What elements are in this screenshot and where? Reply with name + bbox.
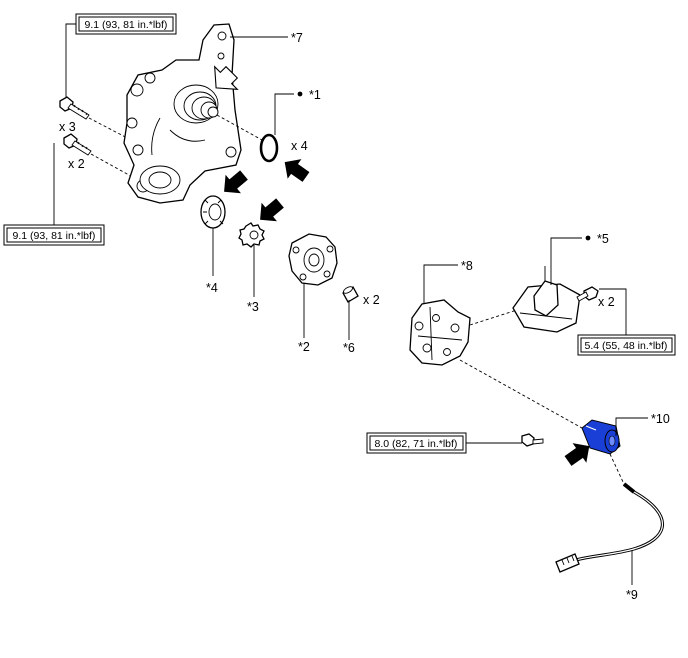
bolt-lower-left bbox=[63, 133, 92, 156]
oil-strainer bbox=[512, 266, 581, 333]
torque-box-sensor: 8.0 (82, 71 in.*lbf) bbox=[366, 432, 467, 454]
dowel-pin bbox=[342, 286, 359, 303]
o-ring bbox=[259, 133, 279, 163]
leader-strainer-bolt bbox=[599, 288, 627, 335]
drive-rotor bbox=[238, 222, 265, 248]
wire-harness bbox=[555, 482, 665, 573]
qty-strainer-bolts: x 2 bbox=[598, 295, 615, 309]
callout-7: *7 bbox=[291, 31, 303, 45]
leader-top-bolt bbox=[65, 23, 76, 100]
torque-value-bottom-left: 9.1 (93, 81 in.*lbf) bbox=[13, 230, 96, 242]
arrow-speed-sensor bbox=[564, 443, 590, 466]
callout-4: *4 bbox=[206, 281, 218, 295]
valve-body bbox=[409, 299, 471, 366]
callout-6: *6 bbox=[343, 341, 355, 355]
leader-5 bbox=[550, 237, 582, 285]
alignment-line-sensor bbox=[459, 359, 583, 429]
qty-lower-bolts: x 2 bbox=[68, 157, 85, 171]
pump-cover-housing bbox=[123, 23, 242, 204]
callout-9: *9 bbox=[626, 588, 638, 602]
torque-box-bottom-left: 9.1 (93, 81 in.*lbf) bbox=[3, 224, 105, 246]
arrow-drive-rotor bbox=[260, 198, 284, 222]
bolt-strainer bbox=[576, 286, 599, 302]
arrow-o-ring bbox=[284, 159, 310, 182]
alignment-line-harness bbox=[609, 453, 625, 485]
torque-box-top-left: 9.1 (93, 81 in.*lbf) bbox=[75, 13, 177, 35]
qty-pins: x 2 bbox=[363, 293, 380, 307]
callout-8: *8 bbox=[461, 259, 473, 273]
leader-8 bbox=[423, 264, 458, 304]
bolt-upper-left bbox=[59, 96, 90, 120]
torque-value-top-left: 9.1 (93, 81 in.*lbf) bbox=[85, 19, 168, 31]
torque-box-right: 5.4 (55, 48 in.*lbf) bbox=[577, 334, 676, 356]
driven-rotor bbox=[200, 195, 226, 229]
torque-value-sensor: 8.0 (82, 71 in.*lbf) bbox=[375, 438, 458, 450]
leader-1 bbox=[274, 93, 294, 135]
callout-10: *10 bbox=[651, 412, 670, 426]
arrow-driven-rotor bbox=[224, 170, 248, 194]
pump-body bbox=[288, 233, 338, 286]
outline-arrow-shaft bbox=[214, 65, 239, 90]
speed-sensor-highlighted bbox=[581, 419, 621, 455]
non-reusable-dot-5 bbox=[585, 235, 591, 241]
callout-5: *5 bbox=[597, 232, 609, 246]
alignment-line-strainer bbox=[469, 309, 518, 326]
qty-top-bolts: x 3 bbox=[59, 120, 76, 134]
non-reusable-dot-1 bbox=[297, 91, 303, 97]
leader-10 bbox=[615, 417, 648, 436]
callout-1: *1 bbox=[309, 88, 321, 102]
qty-o-rings: x 4 bbox=[291, 139, 308, 153]
torque-value-right: 5.4 (55, 48 in.*lbf) bbox=[585, 340, 668, 352]
callout-3: *3 bbox=[247, 300, 259, 314]
callout-2: *2 bbox=[298, 340, 310, 354]
bolt-sensor bbox=[521, 433, 544, 447]
